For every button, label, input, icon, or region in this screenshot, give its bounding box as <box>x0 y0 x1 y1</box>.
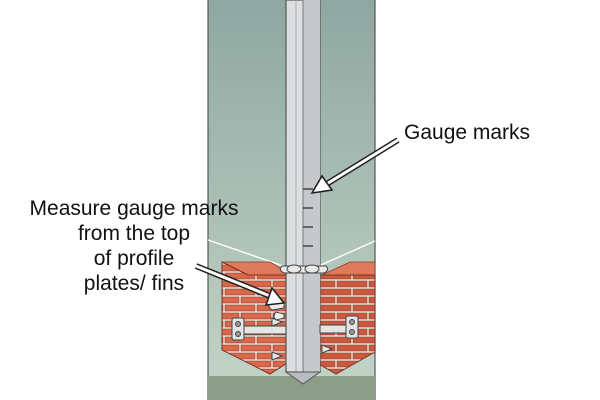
wall-tie-left <box>231 317 287 361</box>
measure-line-4: plates/ fins <box>83 272 185 295</box>
profile-plate-top <box>279 264 329 274</box>
measure-line-1: Measure gauge marks <box>29 197 239 220</box>
string-lines <box>207 239 376 270</box>
measure-instruction-label: Measure gauge marks from the top of prof… <box>14 196 254 296</box>
measure-line-2: from the top <box>77 222 191 245</box>
arrow-to-gauge-marks <box>310 137 400 195</box>
gauge-marks-label: Gauge marks <box>404 121 531 144</box>
gauge-marks <box>303 188 313 247</box>
arrow-to-profile-plates <box>194 263 286 306</box>
wall-tie-right <box>319 315 359 354</box>
profile-post <box>284 0 322 385</box>
measure-line-3: of profile <box>93 247 175 270</box>
ground <box>208 376 375 400</box>
